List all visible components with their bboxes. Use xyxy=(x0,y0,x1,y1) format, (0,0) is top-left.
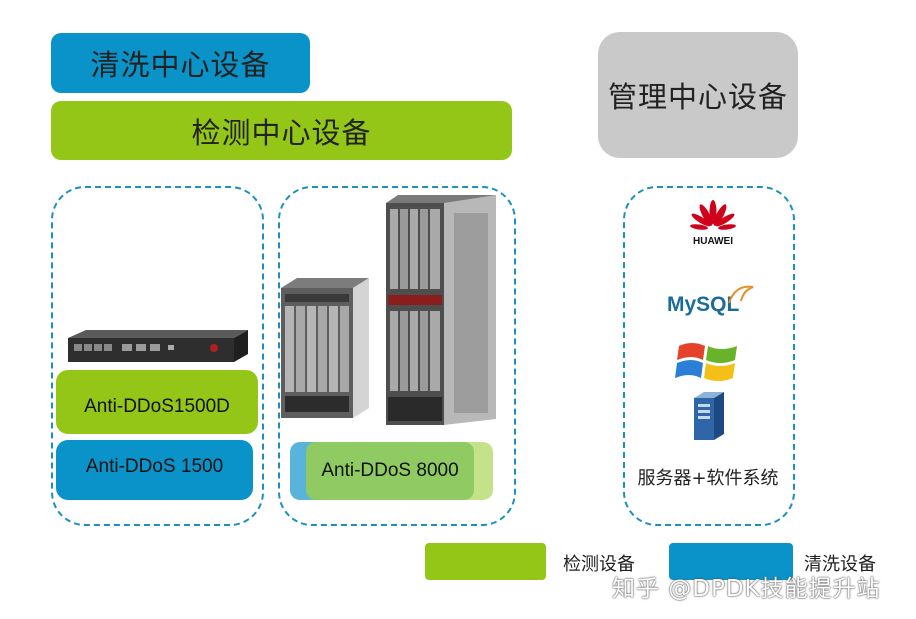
windows-logo-icon xyxy=(675,343,737,381)
watermark: 知乎 @DPDK技能提升站 xyxy=(612,576,881,602)
group-management xyxy=(623,186,795,526)
mysql-logo: MySQL xyxy=(667,283,757,323)
management-center-label: 管理中心设备 xyxy=(607,80,788,114)
legend-cleaning-swatch xyxy=(669,543,793,580)
legend-cleaning-label: 清洗设备 xyxy=(804,554,876,575)
mysql-dolphin-icon xyxy=(728,285,754,304)
anti-ddos-1500-label: Anti-DDoS 1500 xyxy=(85,456,224,477)
detection-center-header: 检测中心设备 xyxy=(51,101,512,160)
management-caption: 服务器+软件系统 xyxy=(637,468,779,489)
anti-ddos-1500d-badge: Anti-DDoS1500D xyxy=(56,370,258,434)
chassis-8000-small-image xyxy=(281,278,369,418)
anti-ddos-8000-badge-stack: Anti-DDoS 8000 xyxy=(290,442,493,500)
group-1500-series xyxy=(51,186,264,526)
legend-detection-label: 检测设备 xyxy=(563,554,635,575)
server-icon xyxy=(694,392,724,440)
huawei-logo: HUAWEI xyxy=(683,200,743,252)
anti-ddos-1500-badge: Anti-DDoS 1500 xyxy=(56,440,253,500)
cleaning-center-header: 清洗中心设备 xyxy=(51,33,310,93)
mysql-wordmark: MySQL xyxy=(667,293,740,316)
huawei-wordmark: HUAWEI xyxy=(693,236,733,247)
group-8000-series xyxy=(278,186,516,526)
detection-center-label: 检测中心设备 xyxy=(191,115,372,150)
anti-ddos-8000-badge: Anti-DDoS 8000 xyxy=(306,442,474,500)
rack-appliance-1500d-image xyxy=(68,330,248,362)
chassis-8000-large-image xyxy=(386,195,496,425)
management-center-header: 管理中心设备 xyxy=(598,32,798,158)
cleaning-center-label: 清洗中心设备 xyxy=(90,48,271,82)
huawei-flower-icon xyxy=(690,200,736,230)
anti-ddos-1500d-label: Anti-DDoS1500D xyxy=(84,396,230,417)
anti-ddos-8000-label: Anti-DDoS 8000 xyxy=(321,460,459,481)
legend-detection-swatch xyxy=(425,543,546,580)
